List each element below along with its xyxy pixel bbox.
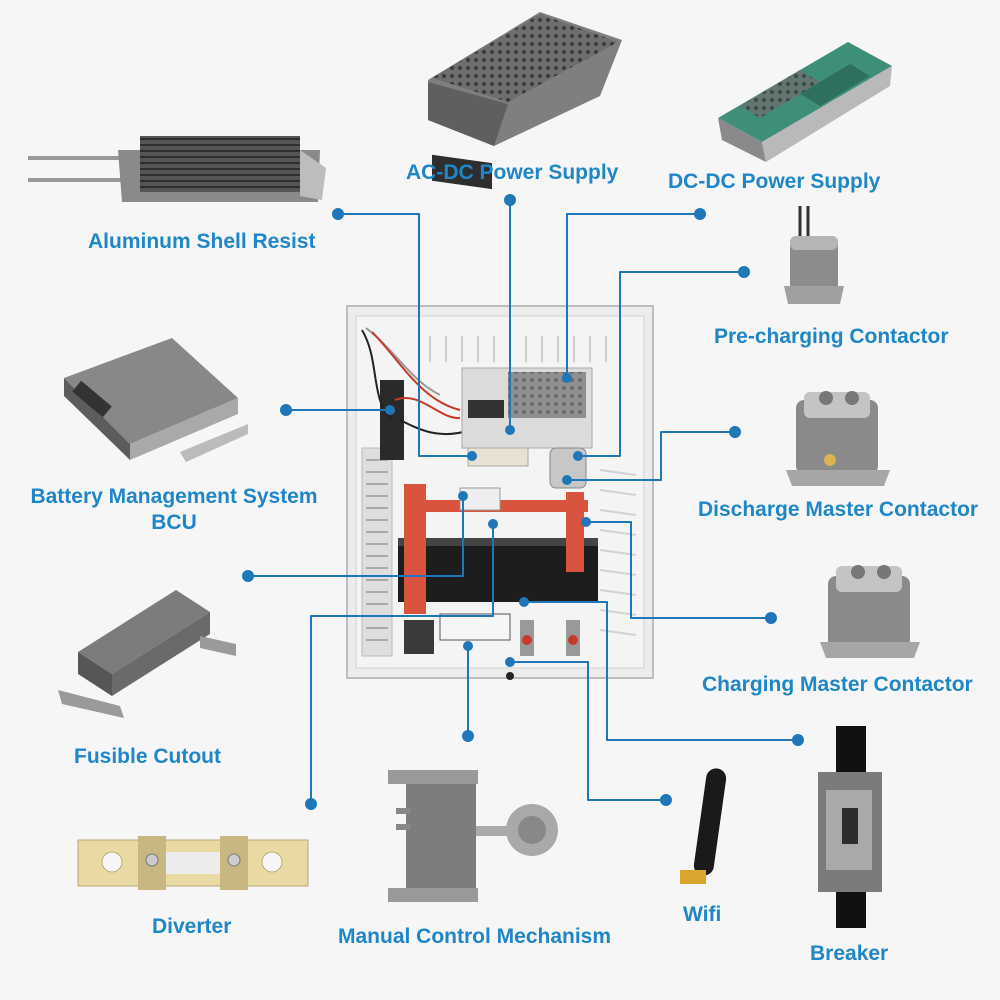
wifi-antenna-image: [680, 768, 727, 884]
label-bms-line1: Battery Management System: [30, 485, 318, 508]
dot-inner-fuse: [458, 491, 468, 501]
dot-dc-dc-power-supply: [694, 208, 706, 220]
dot-ac-dc-power-supply: [504, 194, 516, 206]
connector-breaker: [524, 601, 798, 741]
label-aluminum-shell-resist: Aluminum Shell Resist: [88, 230, 316, 253]
dot-inner-acdc: [505, 425, 515, 435]
connector-charging-master-contactor: [586, 521, 771, 619]
dot-breaker: [792, 734, 804, 746]
dot-discharge-master-contactor: [729, 426, 741, 438]
connector-aluminum-shell-resist: [338, 213, 472, 457]
dot-inner-breaker: [519, 597, 529, 607]
label-battery-management-system: Battery Management System BCU: [24, 484, 324, 536]
connector-pre-charging-contactor: [578, 271, 744, 457]
dot-manual-control-mechanism: [462, 730, 474, 742]
dot-inner-precharge: [573, 451, 583, 461]
label-wifi: Wifi: [683, 903, 722, 926]
connector-lines: [248, 200, 798, 804]
connector-dc-dc-power-supply: [566, 213, 700, 378]
fusible-cutout-image: [58, 590, 236, 718]
battery-management-system-image: [64, 338, 248, 462]
connector-wifi: [510, 661, 666, 801]
connector-dots: [242, 194, 804, 810]
aluminum-shell-resist-image: [28, 136, 326, 202]
label-bms-line2: BCU: [151, 511, 197, 534]
connector-fusible-cutout: [248, 496, 464, 577]
pre-charging-contactor-image: [784, 206, 844, 304]
label-discharge-master-contactor: Discharge Master Contactor: [698, 498, 979, 521]
dot-diverter: [305, 798, 317, 810]
dot-fusible-cutout: [242, 570, 254, 582]
dot-inner-resist: [467, 451, 477, 461]
label-charging-master-contactor: Charging Master Contactor: [702, 673, 973, 696]
label-fusible-cutout: Fusible Cutout: [74, 745, 221, 768]
dot-inner-wifi: [505, 657, 515, 667]
dot-pre-charging-contactor: [738, 266, 750, 278]
ac-dc-power-supply-image: [428, 12, 622, 190]
dot-inner-charging: [581, 517, 591, 527]
label-manual-control-mechanism: Manual Control Mechanism: [338, 925, 612, 948]
dot-aluminum-shell-resist: [332, 208, 344, 220]
manual-control-mechanism-image: [388, 770, 558, 902]
dot-wifi: [660, 794, 672, 806]
dot-inner-diverter: [488, 519, 498, 529]
discharge-master-contactor-image: [786, 391, 890, 486]
label-breaker: Breaker: [810, 942, 889, 965]
connector-diverter: [310, 524, 494, 804]
dc-dc-power-supply-image: [718, 42, 892, 162]
label-ac-dc-power-supply: AC-DC Power Supply: [406, 161, 619, 184]
connector-discharge-master-contactor: [567, 431, 735, 481]
dot-inner-dcdc: [562, 373, 572, 383]
dot-charging-master-contactor: [765, 612, 777, 624]
diverter-image: [77, 836, 309, 890]
label-diverter: Diverter: [152, 915, 232, 938]
dot-inner-discharge: [562, 475, 572, 485]
dot-inner-manual: [463, 641, 473, 651]
dot-battery-management-system: [280, 404, 292, 416]
charging-master-contactor-image: [820, 565, 920, 658]
label-dc-dc-power-supply: DC-DC Power Supply: [668, 170, 881, 193]
dot-inner-bcu: [385, 405, 395, 415]
breaker-image: [818, 726, 882, 928]
label-pre-charging-contactor: Pre-charging Contactor: [714, 325, 949, 348]
